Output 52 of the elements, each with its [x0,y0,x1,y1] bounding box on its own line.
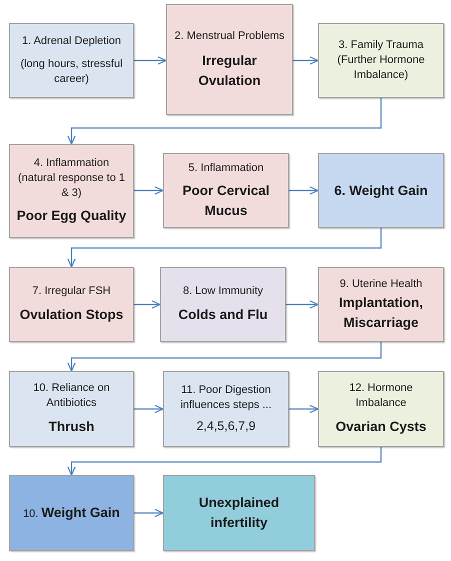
process-box [166,4,293,115]
process-box [9,371,134,447]
step-text: 1. Adrenal Depletion [22,34,122,50]
process-box [160,267,286,342]
arrow [134,186,164,195]
arrow [134,300,161,309]
arrow [67,228,382,268]
arrow [289,404,319,414]
step-text: 5. Inflammation [188,160,264,176]
condition-text: Unexplained infertility [198,494,280,532]
step-text: 12. Hormone Imbalance [348,381,414,412]
step-text: 8. Low Immunity [182,284,264,300]
process-box [318,23,444,98]
condition-text: Poor Egg Quality [16,207,126,226]
step-text: 7. Irregular FSH [32,284,111,300]
condition-text: Poor Cervical Mucus [181,182,271,220]
process-box [163,475,315,551]
process-box [163,153,289,228]
process-box [9,144,134,238]
process-box [9,267,134,342]
arrow [134,508,164,518]
condition-text: Colds and Flu [178,306,268,324]
arrow [67,342,382,372]
arrow [134,404,164,414]
step-text: 2,4,5,6,7,9 [196,418,256,436]
process-box [318,153,444,228]
process-box [163,371,289,447]
arrow [134,56,167,65]
condition-text: Implantation, Miscarriage [338,294,424,332]
process-box [318,267,444,342]
step-text: 10. Reliance on Antibiotics [32,381,111,412]
arrow [286,300,319,309]
step-text: 11. Poor Digestion influences steps ... [179,382,273,412]
condition-text: Irregular Ovulation [197,52,262,90]
arrow [289,186,319,195]
condition-text: Ovulation Stops [20,306,124,324]
arrow [293,56,319,65]
step-text: (long hours, stressful career) [19,57,124,87]
step-text: 10. Weight Gain [23,504,120,522]
condition-text: Thrush [48,418,94,436]
arrow [67,98,382,145]
condition-text: Ovarian Cysts [336,418,426,436]
step-text: 9. Uterine Health [340,276,422,292]
process-box [318,371,444,447]
step-text: 4. Inflammation (natural response to 1 & 3) [16,156,126,200]
step-text: 3. Family Trauma [338,38,424,54]
condition-text: 6. Weight Gain [334,182,428,200]
process-box [9,23,134,98]
process-box [9,475,134,551]
step-text: (Further Hormone Imbalance) [336,53,426,83]
arrow [67,447,382,476]
step-text: 2. Menstrual Problems [174,28,285,44]
